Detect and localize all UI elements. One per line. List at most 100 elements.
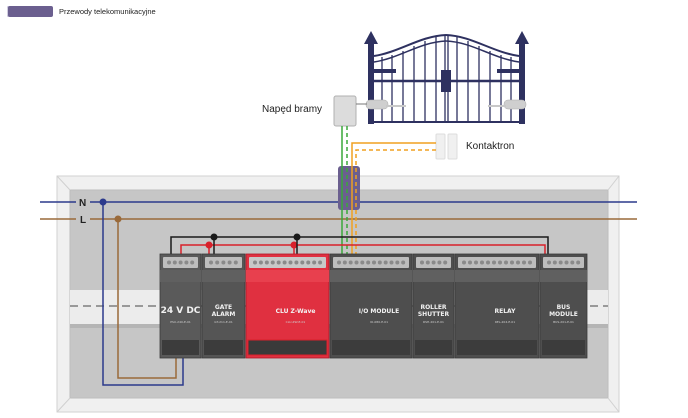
terminal-screw: [258, 260, 263, 265]
gate-post-right-cap: [515, 31, 529, 44]
bus-wires: [170, 233, 549, 256]
terminal-screw: [372, 260, 376, 265]
terminal-screw: [312, 260, 317, 265]
terminal-screw: [383, 260, 388, 265]
terminal-screw: [462, 260, 466, 265]
terminal-screw: [558, 260, 563, 265]
module-subtitle: BUS-201-E-01: [553, 320, 574, 324]
terminal-screw: [253, 260, 257, 265]
terminal-screw: [522, 260, 526, 265]
terminal-screw: [486, 260, 490, 265]
module-title-line1: BUS: [557, 304, 571, 311]
terminal-screw: [516, 260, 520, 265]
terminal-screw: [437, 260, 442, 265]
terminal-screw: [184, 260, 189, 265]
terminal-screw: [564, 260, 569, 265]
terminal-screw: [425, 260, 430, 265]
terminal-screw: [576, 260, 581, 265]
actuator-right: [503, 99, 527, 110]
reed-switch-label: Kontaktron: [466, 141, 515, 152]
module-title: RELAY: [495, 308, 517, 315]
module-title: 24 V DC: [161, 306, 201, 316]
terminal-screw: [190, 260, 195, 265]
gate-illustration: [364, 31, 529, 124]
module-title-line1: GATE: [215, 304, 232, 311]
terminal-screw: [474, 260, 478, 265]
module-relay: RELAY REL-204-E-01: [454, 253, 540, 359]
terminal-screw: [288, 260, 293, 265]
terminal-screw: [360, 260, 365, 265]
terminal-screw: [215, 260, 220, 265]
module-subtitle: RSH-201-E-01: [423, 320, 444, 324]
gate-drive-box: [333, 95, 357, 127]
gate-drive-wires: [341, 126, 348, 258]
terminal-block: [249, 257, 326, 268]
terminal-block: [543, 257, 584, 268]
terminal-screw: [504, 260, 508, 265]
terminal-screw: [492, 260, 496, 265]
terminal-screw: [172, 260, 177, 265]
terminal-block: [333, 257, 409, 268]
terminal-screw: [431, 260, 436, 265]
terminal-screw: [389, 260, 394, 265]
terminal-screw: [270, 260, 275, 265]
terminal-screw: [510, 260, 514, 265]
terminal-screw: [264, 260, 269, 265]
actuator-left: [365, 99, 389, 110]
terminal-screw: [354, 260, 359, 265]
reed-switch-wires: [351, 142, 436, 262]
terminal-screw: [401, 260, 406, 265]
terminal-screw: [221, 260, 226, 265]
terminal-screw: [395, 260, 400, 265]
module-title-line2: ALARM: [212, 311, 236, 318]
reed-switch: [435, 133, 458, 160]
terminal-screw: [306, 260, 311, 265]
line-label: L: [80, 215, 86, 226]
module-title-line2: MODULE: [549, 311, 578, 318]
terminal-block: [458, 257, 536, 268]
mains-lines: N L: [40, 198, 637, 386]
terminal-screw: [348, 260, 353, 265]
module-title-line1: ROLLER: [420, 304, 446, 311]
terminal-screw: [178, 260, 183, 265]
terminal-screw: [420, 260, 424, 265]
terminal-screw: [570, 260, 575, 265]
legend-label: Przewody telekomunikacyjne: [59, 7, 156, 16]
terminal-screw: [498, 260, 502, 265]
terminal-screw: [276, 260, 281, 265]
terminal-screw: [547, 260, 551, 265]
legend-swatch-telecom: [7, 6, 53, 17]
terminal-screw: [480, 260, 484, 265]
terminal-screw: [377, 260, 382, 265]
terminal-screw: [300, 260, 305, 265]
module-title: I/O MODULE: [359, 308, 399, 315]
telecom-conduit: [338, 166, 360, 210]
terminal-screw: [294, 260, 299, 265]
module-subtitle: IO-080-E-01: [370, 320, 388, 324]
terminal-screw: [528, 260, 532, 265]
terminal-screw: [167, 260, 171, 265]
gate-post-right: [519, 42, 525, 124]
gate-lock: [441, 70, 451, 92]
gate-post-left-cap: [364, 31, 378, 44]
module-subtitle: PSU-240-E-01: [170, 320, 191, 324]
module-title: CLU Z-Wave: [276, 308, 316, 315]
terminal-screw: [552, 260, 557, 265]
module-title-line2: SHUTTER: [418, 311, 450, 318]
module-subtitle: REL-204-E-01: [495, 320, 515, 324]
terminal-screw: [342, 260, 347, 265]
terminal-screw: [468, 260, 472, 265]
gate-drive-label: Napęd bramy: [262, 104, 323, 115]
terminal-screw: [282, 260, 287, 265]
terminal-screw: [209, 260, 213, 265]
terminal-screw: [443, 260, 448, 265]
legend: Przewody telekomunikacyjne: [7, 6, 156, 17]
module-subtitle: CLU-ZW-E-01: [286, 320, 306, 324]
module-subtitle: GT-211-E-01: [214, 320, 233, 324]
terminal-screw: [337, 260, 341, 265]
